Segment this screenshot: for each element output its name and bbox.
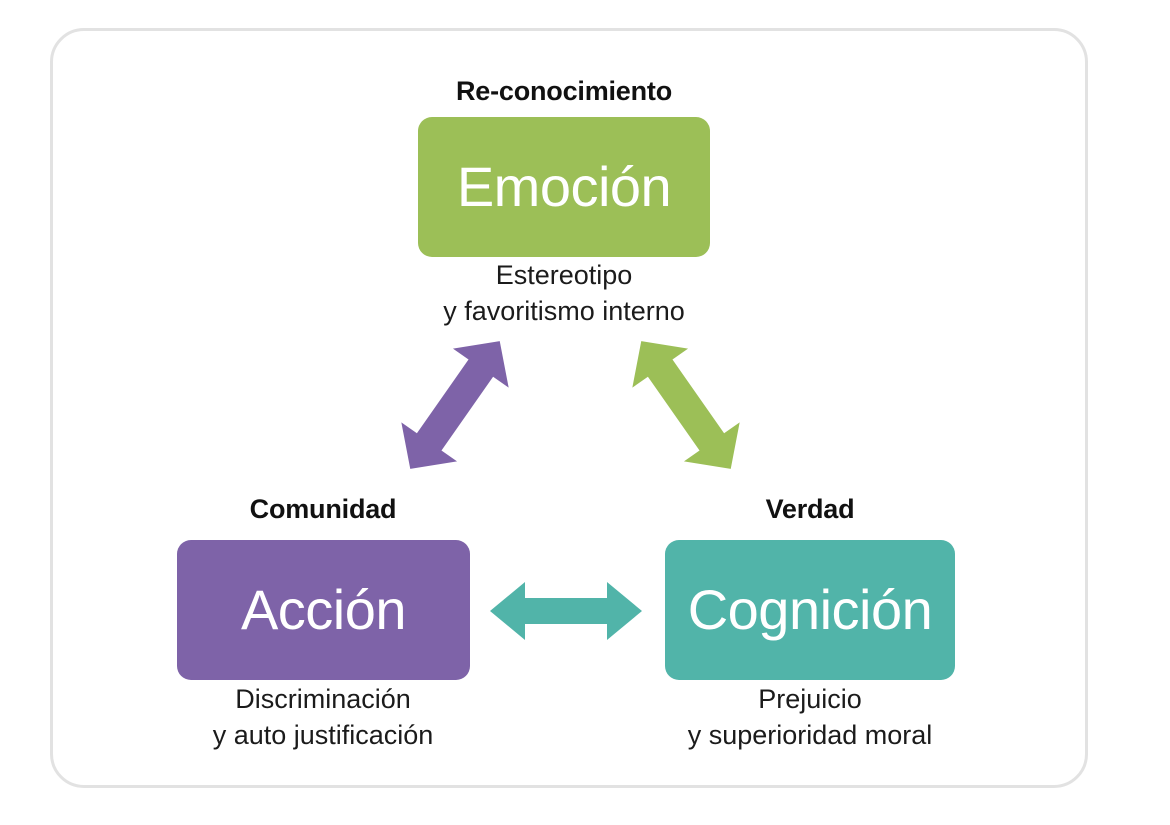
node-cognicion-caption: Prejuicio y superioridad moral	[645, 682, 975, 753]
node-emocion-caption: Estereotipo y favoritismo interno	[398, 258, 730, 329]
node-emocion-box: Emoción	[418, 117, 710, 257]
node-accion-caption-line1: Discriminación	[235, 684, 411, 714]
node-accion-caption: Discriminación y auto justificación	[158, 682, 488, 753]
node-accion-box: Acción	[177, 540, 470, 680]
node-emocion-heading: Re-conocimiento	[455, 76, 673, 106]
node-cognicion-caption-line1: Prejuicio	[758, 684, 862, 714]
node-cognicion-caption-line2: y superioridad moral	[687, 719, 933, 750]
node-emocion-caption-line1: Estereotipo	[495, 260, 633, 290]
node-accion-caption-line2: y auto justificación	[212, 719, 434, 750]
node-cognicion-box: Cognición	[665, 540, 955, 680]
node-emocion-caption-line2: y favoritismo interno	[443, 295, 685, 326]
node-accion-heading: Comunidad	[249, 494, 397, 524]
diagram-frame	[50, 28, 1088, 788]
node-cognicion-heading: Verdad	[765, 494, 855, 524]
